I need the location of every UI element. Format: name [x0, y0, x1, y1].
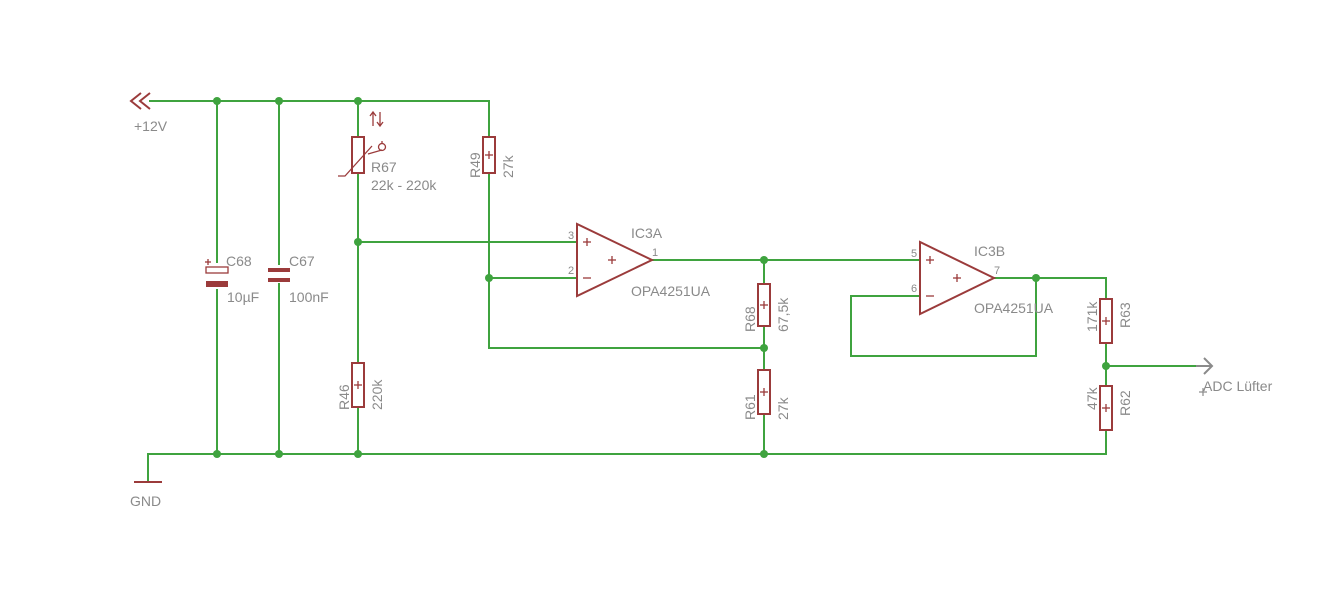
r61-value: 27k — [775, 396, 791, 420]
resistor-r68 — [757, 283, 771, 327]
r49-name: R49 — [467, 152, 483, 178]
ic3a-pin-1: 1 — [652, 247, 658, 259]
resistor-r61 — [757, 369, 771, 415]
r62-value: 47k — [1084, 386, 1100, 410]
supply-12v-label: +12V — [134, 118, 168, 134]
ic3b-pin-7: 7 — [994, 265, 1000, 277]
ic3a-pin-2: 2 — [568, 265, 574, 277]
capacitor-c67 — [268, 268, 290, 282]
r67-value: 22k - 220k — [371, 177, 437, 193]
r63-value: 171k — [1084, 301, 1100, 332]
thermistor-r67 — [338, 110, 387, 177]
r68-name: R68 — [742, 306, 758, 332]
r63-name: R63 — [1117, 302, 1133, 328]
capacitor-c68 — [205, 259, 229, 287]
ic3b-name: IC3B — [974, 243, 1005, 259]
r67-name: R67 — [371, 159, 397, 175]
ic3a-value: OPA4251UA — [631, 283, 711, 299]
junction-dots — [213, 97, 1110, 458]
c67-value: 100nF — [289, 289, 329, 305]
r68-value: 67,5k — [775, 297, 791, 332]
r46-value: 220k — [369, 379, 385, 410]
adc-label: ADC Lüfter — [1203, 378, 1273, 394]
wires — [147, 100, 1197, 483]
ic3a-name: IC3A — [631, 225, 663, 241]
r61-name: R61 — [742, 394, 758, 420]
adc-output-port — [1196, 357, 1214, 396]
c68-name: C68 — [226, 253, 252, 269]
c68-value: 10µF — [227, 289, 259, 305]
resistor-r46 — [351, 362, 365, 408]
resistor-r62 — [1099, 385, 1113, 431]
ic3b-value: OPA4251UA — [974, 300, 1054, 316]
opamp-ic3b — [919, 240, 997, 316]
supply-12v-symbol — [129, 92, 151, 110]
c67-name: C67 — [289, 253, 315, 269]
r49-value: 27k — [500, 154, 516, 178]
opamp-ic3a — [576, 222, 655, 298]
resistor-r63 — [1099, 298, 1113, 344]
r62-name: R62 — [1117, 390, 1133, 416]
r46-name: R46 — [336, 384, 352, 410]
resistor-r49 — [482, 136, 496, 174]
ic3b-pin-6: 6 — [911, 283, 917, 295]
ground-label: GND — [130, 493, 161, 509]
ic3a-pin-3: 3 — [568, 230, 574, 242]
ic3b-pin-5: 5 — [911, 248, 917, 260]
